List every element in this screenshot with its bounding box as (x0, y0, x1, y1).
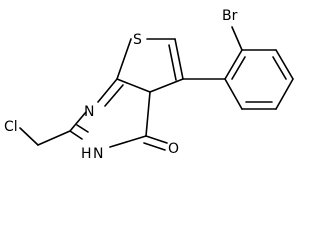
molecule-structure: S Br N H N O Cl (4, 8, 294, 162)
bond-c6-c5-double (168, 44, 177, 81)
structure-canvas: S Br N H N O Cl (4, 8, 294, 162)
benzene-bond-d (275, 78, 294, 110)
amide-nitrogen-label: N (93, 146, 103, 162)
benzene-bond-f (224, 78, 243, 110)
amide-hydrogen-label: H (81, 146, 92, 162)
chlorine-label: Cl (4, 119, 18, 135)
bond-c4-o-double (143, 142, 166, 151)
bond-n1-c2 (69, 111, 87, 132)
benzene-double-1 (231, 56, 246, 80)
carbonyl-oxygen-label: O (168, 141, 179, 157)
bond-c2-n3 (69, 130, 83, 140)
benzene-double-2 (272, 56, 287, 80)
bond-ch2-cl (19, 127, 39, 146)
bromine-label: Br (222, 8, 238, 24)
bond-c6-c5 (174, 38, 184, 80)
benzene-bond-a (224, 49, 243, 80)
sulfur-label: S (133, 32, 142, 48)
bond-c7a-n1-double (104, 84, 124, 107)
bond-c4a-c7a (116, 78, 151, 93)
ring-nitrogen-label: N (84, 104, 94, 120)
bond-s-c7a (116, 38, 132, 80)
bond-c2-n3-double (76, 124, 89, 133)
bond-c2-ch2 (37, 130, 71, 146)
bond-phenyl-br (231, 26, 243, 51)
bond-c7a-n1 (97, 78, 118, 103)
bond-c4-o (145, 135, 168, 144)
bond-n3-c4 (109, 135, 147, 148)
bond-c4-c4a (145, 91, 151, 137)
bond-c5-c4a (149, 78, 184, 93)
benzene-bond-c (275, 49, 294, 80)
